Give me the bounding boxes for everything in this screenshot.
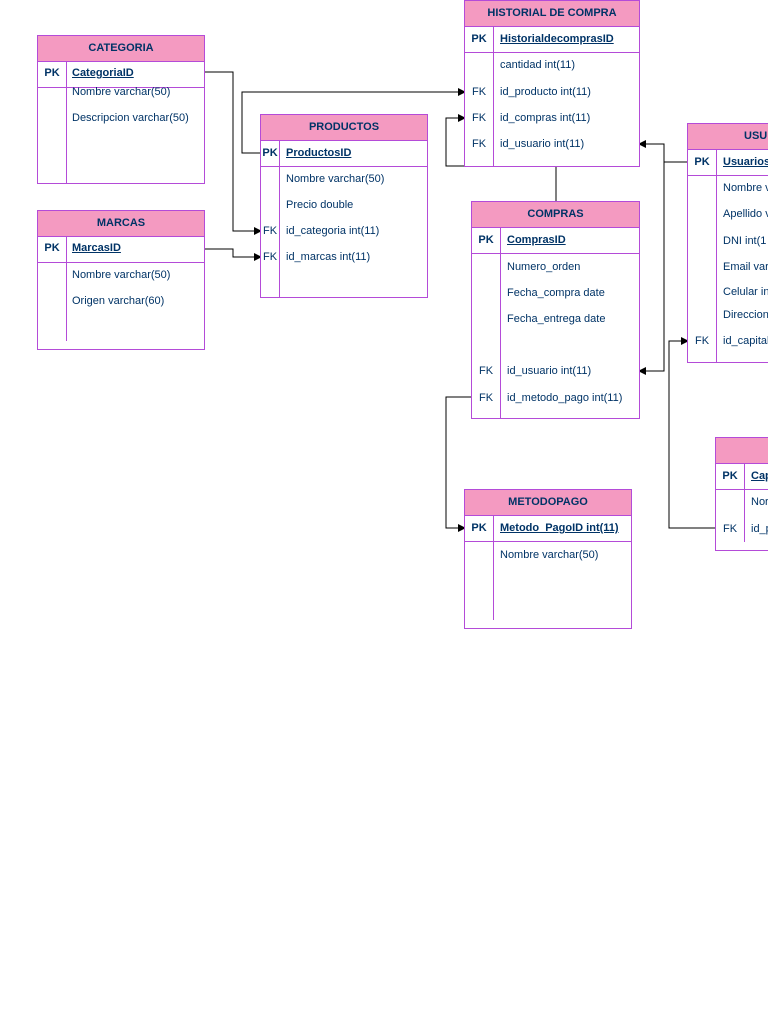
field-row: Apellido v	[723, 208, 768, 220]
pk-row: PK Cap	[716, 464, 768, 490]
table-marcas[interactable]: MARCAS PK MarcasID Nombre varchar(50) Or…	[37, 210, 205, 350]
field-row: id_producto int(11)	[500, 86, 591, 98]
pk-row: PK Usuarios	[688, 150, 768, 176]
pk-label: PK	[471, 522, 487, 534]
pk-row: PK Metodo_PagoID int(11)	[465, 516, 631, 542]
pk-field: CategoriaID	[72, 67, 134, 79]
field-row: Email var	[723, 261, 768, 273]
pk-field: HistorialdecomprasID	[500, 33, 614, 45]
table-historial-de-compra[interactable]: HISTORIAL DE COMPRA PK Historialdecompra…	[464, 0, 640, 167]
field-row: id_usuario int(11)	[500, 138, 585, 150]
field-row: id_categoria int(11)	[286, 225, 380, 237]
fk-label: FK	[262, 251, 278, 263]
pk-label: PK	[722, 470, 738, 482]
pk-field: Usuarios	[723, 156, 768, 168]
field-row: Nombre v	[723, 182, 768, 194]
pk-label: PK	[44, 67, 60, 79]
field-row: Nombre varchar(50)	[286, 173, 385, 185]
connector-compras-historial	[445, 114, 557, 201]
table-categoria[interactable]: CATEGORIA PK CategoriaID Nombre varchar(…	[37, 35, 205, 184]
fk-label: FK	[471, 138, 487, 150]
field-row: id_marcas int(11)	[286, 251, 371, 263]
connector-categoria-productos	[205, 71, 262, 235]
pk-row: PK ProductosID	[261, 141, 427, 167]
table-title	[716, 438, 768, 464]
field-row: Nombre varchar(50)	[500, 549, 599, 561]
pk-row: PK ComprasID	[472, 228, 639, 254]
field-row: Direccion	[723, 309, 768, 321]
pk-label: PK	[262, 147, 278, 159]
pk-label: PK	[478, 234, 494, 246]
field-row: id_compras int(11)	[500, 112, 591, 124]
pk-row: PK MarcasID	[38, 237, 204, 263]
table-title-text: USU	[744, 130, 768, 142]
pk-field: ComprasID	[507, 234, 566, 246]
field-row: id_capital	[723, 335, 768, 347]
table-title: METODOPAGO	[465, 490, 631, 516]
field-row: id_usuario int(11)	[507, 365, 592, 377]
fk-label: FK	[478, 392, 494, 404]
pk-row: PK CategoriaID	[38, 62, 204, 88]
fk-label: FK	[471, 86, 487, 98]
field-row: Nombre varchar(50)	[72, 86, 171, 98]
pk-label: PK	[44, 242, 60, 254]
table-metodopago[interactable]: METODOPAGO PK Metodo_PagoID int(11) Nomb…	[464, 489, 632, 629]
table-productos[interactable]: PRODUCTOS PK ProductosID Nombre varchar(…	[260, 114, 428, 298]
table-compras[interactable]: COMPRAS PK ComprasID Numero_orden Fecha_…	[471, 201, 640, 419]
pk-field: Cap	[751, 470, 768, 482]
field-row: Celular in	[723, 286, 768, 298]
field-row: id_p	[751, 523, 768, 535]
field-row: Fecha_compra date	[507, 287, 605, 299]
fk-label: FK	[722, 523, 738, 535]
connector-compras-metodopago	[445, 396, 472, 532]
pk-label: PK	[471, 33, 487, 45]
field-row: Origen varchar(60)	[72, 295, 165, 307]
fk-label: FK	[471, 112, 487, 124]
fk-label: FK	[478, 365, 494, 377]
table-title: PRODUCTOS	[261, 115, 427, 141]
field-row: DNI int(1	[723, 235, 767, 247]
field-row: Fecha_entrega date	[507, 313, 606, 325]
field-row: Nombre varchar(50)	[72, 269, 171, 281]
table-title: USU	[688, 124, 768, 150]
table-title: HISTORIAL DE COMPRA	[465, 1, 639, 27]
field-row: id_metodo_pago int(11)	[507, 392, 623, 404]
pk-field: Metodo_PagoID int(11)	[500, 522, 619, 534]
fk-label: FK	[262, 225, 278, 237]
field-row: Descripcion varchar(50)	[72, 112, 189, 124]
table-usuarios[interactable]: USU PK Usuarios Nombre v Apellido v DNI …	[687, 123, 768, 363]
connector-usuarios-compras	[638, 162, 665, 375]
connector-marcas-productos	[205, 248, 262, 261]
fk-label: FK	[694, 335, 710, 347]
table-title: MARCAS	[38, 211, 204, 237]
field-row: cantidad int(11)	[500, 59, 576, 71]
field-row: Numero_orden	[507, 261, 581, 273]
pk-field: MarcasID	[72, 242, 121, 254]
pk-label: PK	[694, 156, 710, 168]
connector-usuarios-historial	[638, 140, 688, 163]
table-title: CATEGORIA	[38, 36, 204, 62]
field-row: Nor	[751, 496, 768, 508]
table-capital[interactable]: PK Cap Nor FK id_p	[715, 437, 768, 551]
pk-row: PK HistorialdecomprasID	[465, 27, 639, 53]
connector-capital-usuarios	[668, 337, 716, 529]
pk-field: ProductosID	[286, 147, 352, 159]
connector-productos-historial	[241, 88, 466, 154]
field-row: Precio double	[286, 199, 354, 211]
table-title: COMPRAS	[472, 202, 639, 228]
